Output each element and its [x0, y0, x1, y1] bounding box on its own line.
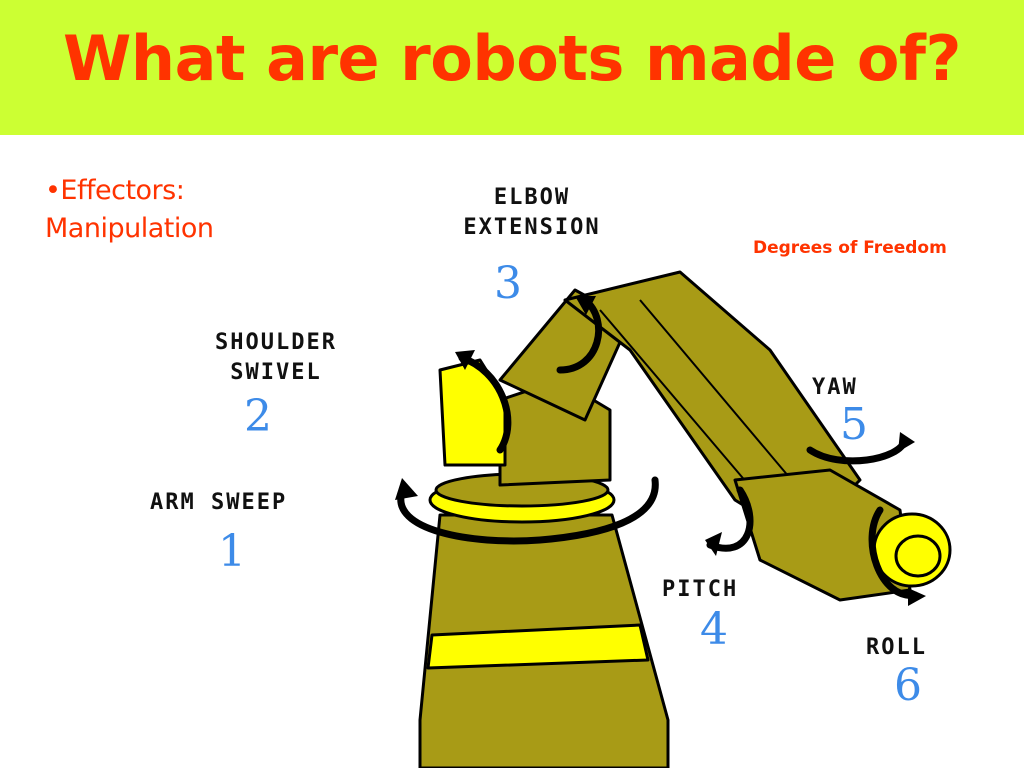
label-arm-sweep: ARM SWEEP	[150, 490, 288, 515]
pitch-arrow	[706, 486, 754, 552]
elbow-extension-arrow	[556, 296, 603, 374]
number-5: 5	[840, 399, 868, 450]
number-6: 6	[894, 660, 922, 711]
bullet-text: •Effectors: Manipulation	[45, 172, 214, 248]
label-roll: ROLL	[866, 635, 927, 660]
label-elbow-extension: ELBOW EXTENSION	[426, 183, 638, 243]
robot-base-stripe-low	[426, 623, 650, 670]
label-shoulder-line2: SWIVEL	[230, 360, 322, 385]
number-1: 1	[218, 526, 246, 577]
arm-sweep-arrow	[397, 476, 659, 545]
label-elbow-line1: ELBOW	[493, 185, 571, 210]
slide-title: What are robots made of?	[63, 22, 961, 95]
roll-arrow	[868, 506, 919, 599]
label-pitch: PITCH	[662, 577, 739, 602]
number-2: 2	[244, 391, 272, 442]
label-shoulder-line1: SHOULDER	[215, 330, 337, 355]
label-yaw: YAW	[812, 375, 858, 400]
degrees-of-freedom-caption: Degrees of Freedom	[753, 238, 947, 258]
number-4: 4	[700, 604, 728, 655]
label-shoulder-swivel: SHOULDER SWIVEL	[170, 328, 382, 388]
robot-shoulder-plate	[438, 358, 507, 467]
title-bar	[0, 0, 1024, 135]
shoulder-swivel-arrow	[458, 354, 512, 454]
label-elbow-line2: EXTENSION	[463, 215, 601, 240]
number-3: 3	[494, 258, 522, 309]
bullet-line-manipulation: Manipulation	[45, 213, 214, 244]
bullet-line-effectors: •Effectors:	[45, 175, 185, 206]
